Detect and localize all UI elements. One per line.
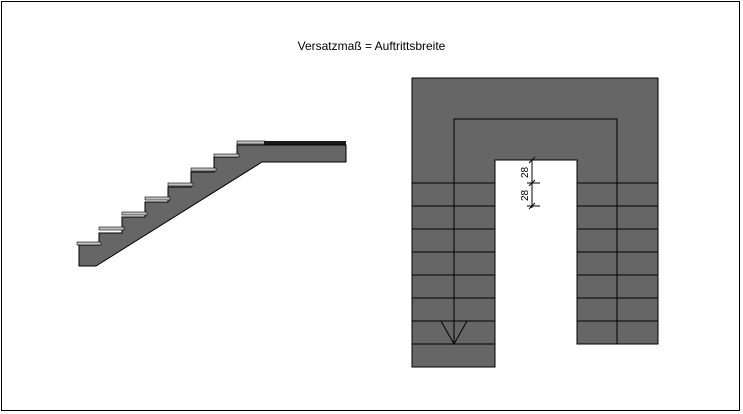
right-flight-steps [577,182,658,322]
stair-plan-outline [411,77,659,368]
dimension-label-upper: 28 [520,166,531,178]
dimension-offset [527,156,540,210]
diagram-title: Versatzmaß = Auftrittsbreite [297,39,446,53]
walking-line [453,118,618,344]
direction-arrow [440,320,468,346]
stair-plan [411,77,659,368]
stair-treads [76,140,266,246]
stair-landing-slab [264,141,346,145]
stair-elevation [76,140,347,267]
dimension-label-lower: 28 [520,189,531,201]
stair-stringer [78,144,347,267]
